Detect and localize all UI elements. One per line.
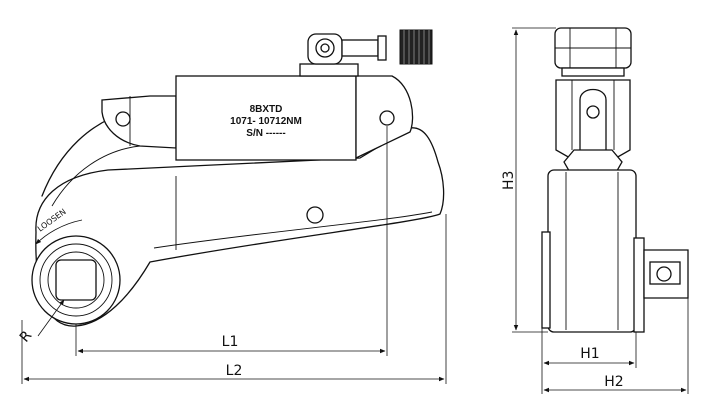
lug-hole — [115, 111, 131, 127]
loosen-label: LOOSEN — [36, 207, 68, 234]
reaction-lug — [101, 95, 177, 149]
nameplate-serial: S/N ------ — [246, 128, 285, 139]
loosen-arrow — [35, 219, 83, 245]
square-drive — [55, 259, 97, 301]
radius-leader — [37, 299, 65, 337]
front-drive-hole — [656, 266, 672, 282]
body-lower-edge — [153, 211, 433, 249]
front-body — [547, 169, 637, 333]
knurl-lines — [403, 30, 430, 64]
coupler-nut — [377, 35, 387, 61]
coupler-knurl — [399, 29, 433, 65]
front-cylinder-lines — [571, 80, 615, 150]
front-swivel-facets — [555, 28, 631, 68]
cylinder-housing — [175, 75, 357, 161]
nameplate-model: 8BXTD — [250, 104, 283, 115]
radius-label: R — [17, 328, 36, 346]
front-link-hole — [586, 105, 600, 119]
front-body-edges — [565, 172, 619, 330]
front-side-plate — [541, 231, 551, 329]
l2-label: L2 — [226, 363, 243, 379]
body-hole — [306, 206, 324, 224]
front-view: H3 H1 H2 — [501, 27, 689, 394]
h3-label: H3 — [501, 171, 517, 190]
front-swivel-collar — [561, 67, 625, 77]
l1-label: L1 — [222, 334, 239, 350]
body-inner-curve — [51, 145, 176, 207]
drive-inner-ring — [47, 251, 105, 309]
pivot-hole — [379, 110, 395, 126]
drive-mid-ring — [39, 243, 113, 317]
front-drive-housing — [633, 237, 645, 333]
coupler-stem — [341, 39, 379, 57]
swivel-bolt-inner — [320, 43, 330, 53]
h1-label: H1 — [580, 346, 599, 362]
h2-label: H2 — [604, 374, 623, 390]
swivel-base — [299, 63, 359, 77]
nameplate-torque-range: 1071- 10712NM — [230, 116, 302, 127]
side-view: LOOSEN 8BXTD 1071- 10712NM S/N ------ R … — [17, 29, 447, 384]
